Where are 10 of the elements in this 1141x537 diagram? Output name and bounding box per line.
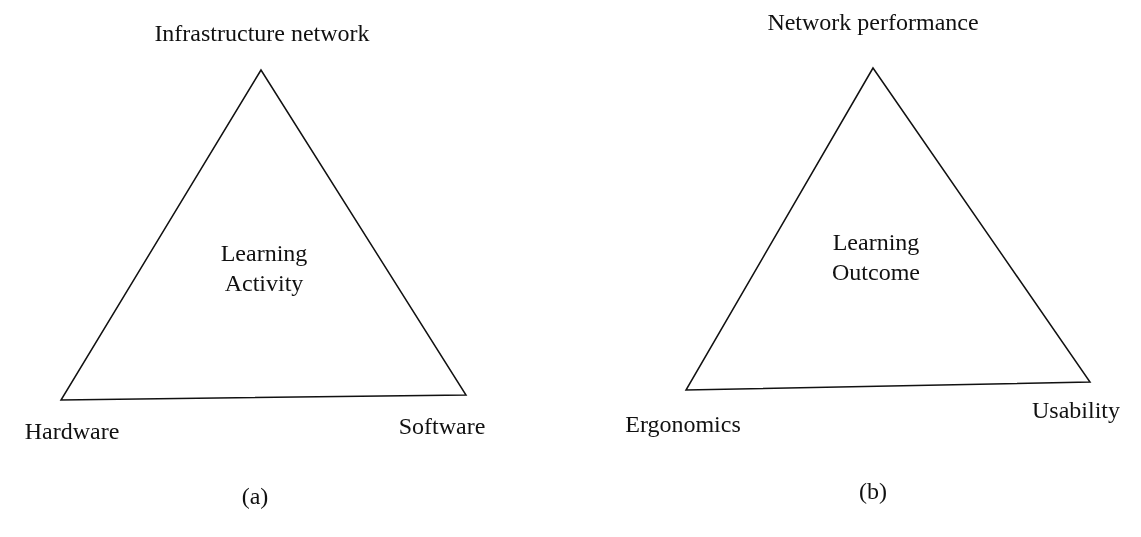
vertex-label: Software [398, 412, 486, 440]
vertex-label: Ergonomics [625, 410, 741, 438]
triangle-label: Learning Activity [219, 239, 309, 298]
triangle-label: Learning Outcome [831, 228, 921, 287]
vertex-label: Infrastructure network [154, 19, 370, 47]
panel-caption: (a) [241, 482, 269, 510]
vertex-label: Usability [1032, 396, 1120, 424]
vertex-label: Hardware [24, 417, 120, 445]
panel-caption: (b) [859, 477, 887, 505]
vertex-label: Network performance [767, 8, 979, 36]
